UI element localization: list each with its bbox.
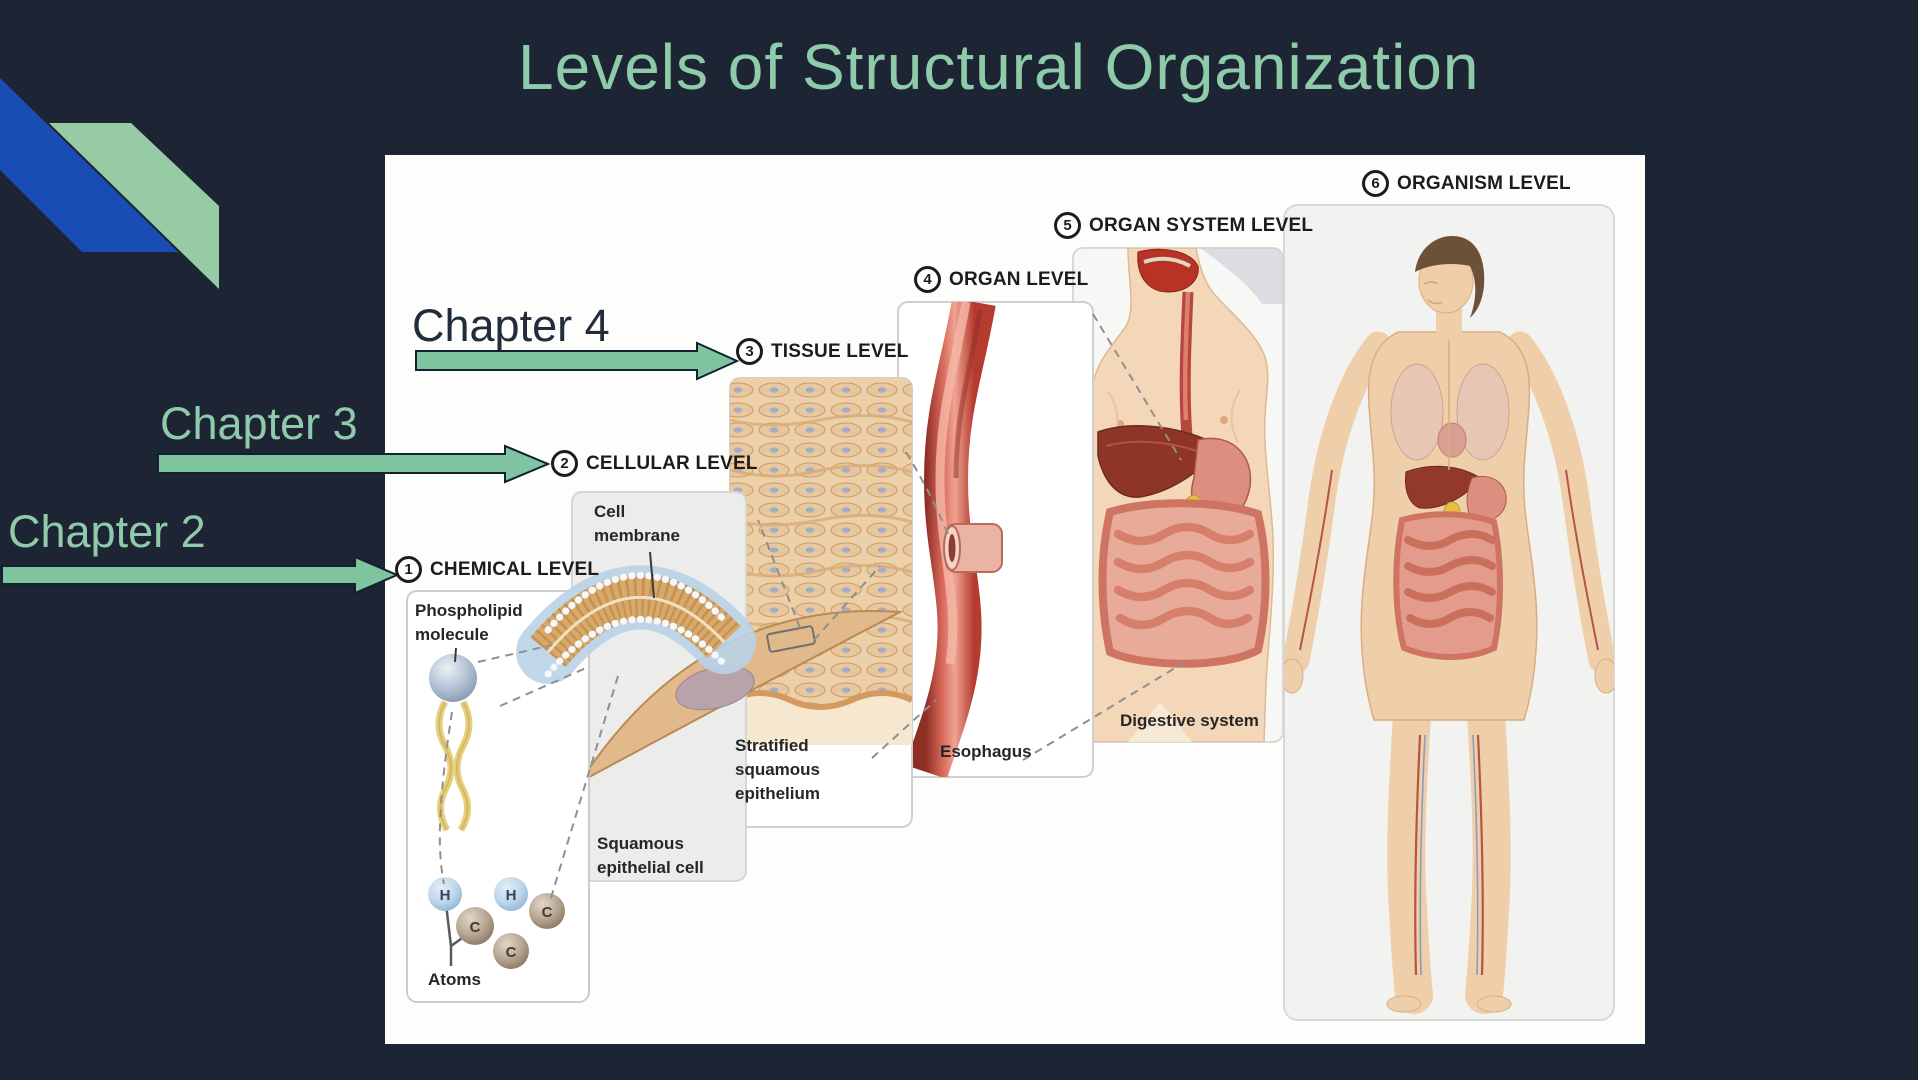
levels-of-organization-figure: H H C C C xyxy=(406,204,1615,1021)
organ-panel xyxy=(897,301,1094,778)
level-label-text: CHEMICAL LEVEL xyxy=(430,558,600,580)
caption-phospholipid: Phospholipid molecule xyxy=(415,601,523,645)
level-label-text: ORGAN SYSTEM LEVEL xyxy=(1089,214,1314,236)
level-label-organ-system: 5 ORGAN SYSTEM LEVEL xyxy=(1054,212,1313,239)
atom-c1-label: C xyxy=(542,904,553,921)
esophagus-illustration xyxy=(905,302,1003,777)
slide-title: Levels of Structural Organization xyxy=(518,31,1480,103)
membrane-sample-outline xyxy=(766,625,816,653)
level-label-text: ORGAN LEVEL xyxy=(949,268,1089,290)
level-label-chemical: 1 CHEMICAL LEVEL xyxy=(395,556,599,583)
atom-c2-label: C xyxy=(470,919,481,936)
caption-digestive: Digestive system xyxy=(1120,711,1259,730)
label-pointer-lines xyxy=(454,551,655,663)
human-body-illustration xyxy=(1284,236,1614,1014)
esophagus-cut-segment xyxy=(943,523,1003,573)
level-number-badge: 5 xyxy=(1054,212,1081,239)
level-label-organism: 6 ORGANISM LEVEL xyxy=(1362,170,1571,197)
caption-esophagus: Esophagus xyxy=(940,742,1032,761)
atom-c3-label: C xyxy=(506,944,517,961)
level-number-badge: 6 xyxy=(1362,170,1389,197)
level-number-badge: 3 xyxy=(736,338,763,365)
atoms-illustration: H H C C C xyxy=(428,877,565,969)
chapter2-arrow xyxy=(1,555,400,595)
tissue-panel xyxy=(729,377,913,828)
level-number-badge: 4 xyxy=(914,266,941,293)
level-number-badge: 1 xyxy=(395,556,422,583)
organ-system-panel xyxy=(1072,247,1284,743)
chemical-panel: H H C C C xyxy=(406,590,590,1003)
chapter-2-label: Chapter 2 xyxy=(8,506,206,557)
level-label-text: CELLULAR LEVEL xyxy=(586,452,758,474)
level-label-tissue: 3 TISSUE LEVEL xyxy=(736,338,909,365)
digestive-system-illustration xyxy=(1077,248,1283,742)
decor-green-ribbon xyxy=(49,123,219,289)
dashed-connector-lines xyxy=(438,313,1186,902)
epithelium-illustration xyxy=(730,378,912,745)
level-label-organ: 4 ORGAN LEVEL xyxy=(914,266,1088,293)
level-label-cellular: 2 CELLULAR LEVEL xyxy=(551,450,758,477)
caption-cell-membrane: Cell membrane xyxy=(594,502,680,546)
decor-blue-ribbon xyxy=(0,78,178,252)
atom-h2-label: H xyxy=(506,887,517,904)
atom-h1-label: H xyxy=(440,887,451,904)
caption-atoms: Atoms xyxy=(428,970,481,989)
level-number-badge: 2 xyxy=(551,450,578,477)
chapter-4-label: Chapter 4 xyxy=(412,300,610,351)
organism-panel xyxy=(1283,204,1615,1021)
level-label-text: TISSUE LEVEL xyxy=(771,340,909,362)
chapter-3-label: Chapter 3 xyxy=(160,398,358,449)
cell-membrane-illustration xyxy=(516,565,756,684)
caption-stratified: Stratified squamous epithelium xyxy=(735,736,821,804)
level-label-text: ORGANISM LEVEL xyxy=(1397,172,1571,194)
caption-squamous-cell: Squamous epithelial cell xyxy=(597,834,704,878)
